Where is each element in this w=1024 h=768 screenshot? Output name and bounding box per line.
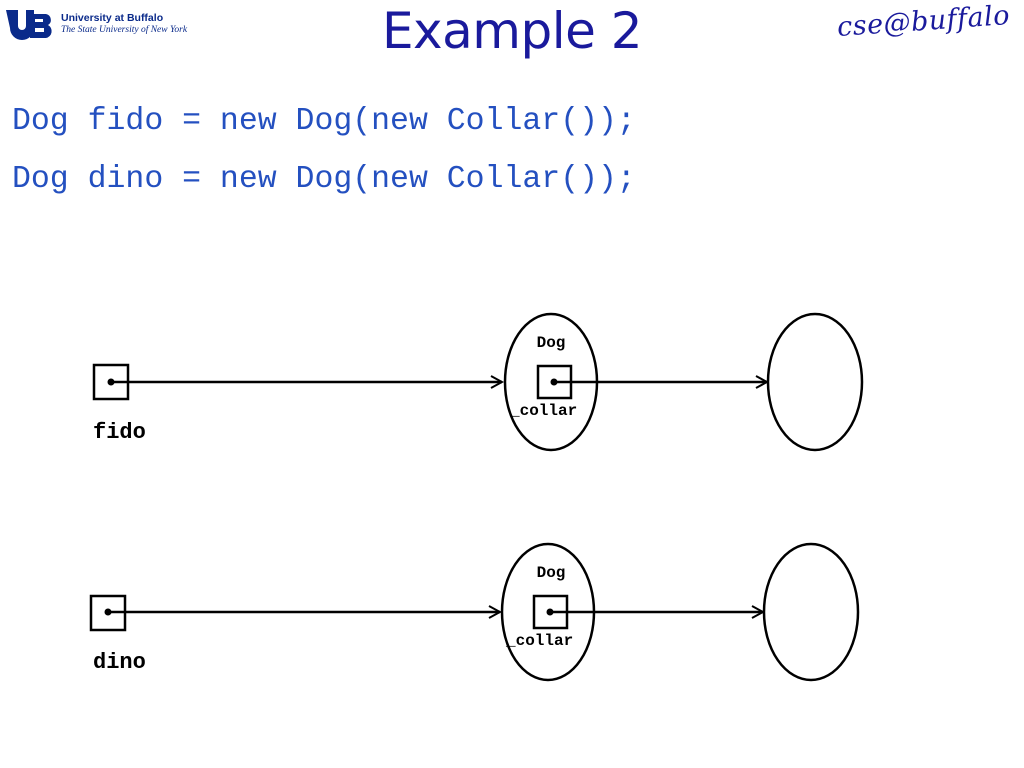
ub-logo-mark-icon xyxy=(6,10,52,40)
dino-collar-field-label: _collar xyxy=(505,632,573,650)
fido-collar-field-label: _collar xyxy=(509,402,577,420)
fido-collar-object xyxy=(766,312,864,452)
dino-variable-label: dino xyxy=(93,650,146,675)
fido-row: fido Dog _collar xyxy=(92,312,864,452)
dino-row: dino Dog _collar xyxy=(89,542,860,682)
ub-logo-name: University at Buffalo xyxy=(61,12,164,24)
ub-logo-subtitle: The State University of New York xyxy=(61,25,188,35)
ub-logo: University at Buffalo The State Universi… xyxy=(4,8,204,44)
code-line-1: Dog fido = new Dog(new Collar()); xyxy=(12,104,636,139)
dino-collar-object xyxy=(762,542,860,682)
code-line-2: Dog dino = new Dog(new Collar()); xyxy=(12,162,636,197)
fido-variable-label: fido xyxy=(93,420,146,445)
fido-dog-object-label: Dog xyxy=(537,334,566,352)
slide-title: Example 2 xyxy=(381,2,643,60)
dino-dog-object-label: Dog xyxy=(537,564,566,582)
